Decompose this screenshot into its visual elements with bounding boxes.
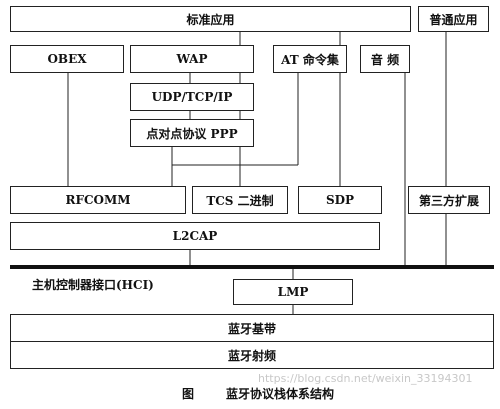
- box-lmp: LMP: [233, 279, 353, 305]
- box-general-app: 普通应用: [418, 6, 489, 32]
- box-tcs-binary: TCS 二进制: [192, 186, 288, 214]
- box-general-app-label: 普通应用: [429, 12, 478, 27]
- box-rfcomm-label: RFCOMM: [65, 193, 131, 207]
- box-third-party: 第三方扩展: [408, 186, 490, 214]
- box-third-party-label: 第三方扩展: [418, 193, 479, 208]
- box-at-commands-label: AT 命令集: [281, 52, 339, 67]
- box-standard-app: 标准应用: [10, 6, 411, 32]
- box-audio: 音 频: [360, 45, 410, 73]
- box-udp-tcp-ip-label: UDP/TCP/IP: [151, 90, 233, 104]
- box-audio-label: 音 频: [370, 52, 400, 67]
- box-l2cap: L2CAP: [10, 222, 380, 250]
- watermark-text: https://blog.csdn.net/weixin_33194301: [258, 372, 473, 385]
- box-wap-label: WAP: [176, 52, 208, 66]
- box-baseband: 蓝牙基带: [10, 314, 494, 342]
- box-ppp-label: 点对点协议 PPP: [146, 126, 238, 141]
- box-rfcomm: RFCOMM: [10, 186, 186, 214]
- box-obex-label: OBEX: [47, 52, 87, 66]
- figure-label: 图: [182, 387, 195, 401]
- box-radio: 蓝牙射频: [10, 341, 494, 369]
- box-udp-tcp-ip: UDP/TCP/IP: [130, 83, 254, 111]
- box-baseband-label: 蓝牙基带: [227, 321, 276, 336]
- figure-title: 蓝牙协议栈体系结构: [226, 387, 335, 401]
- box-radio-label: 蓝牙射频: [227, 348, 276, 363]
- box-ppp: 点对点协议 PPP: [130, 119, 254, 147]
- box-lmp-label: LMP: [277, 285, 309, 299]
- box-sdp: SDP: [298, 186, 382, 214]
- box-tcs-binary-label: TCS 二进制: [206, 193, 274, 208]
- box-l2cap-label: L2CAP: [172, 229, 218, 243]
- box-sdp-label: SDP: [325, 193, 355, 207]
- hci-label: 主机控制器接口(HCI): [32, 278, 154, 292]
- box-standard-app-label: 标准应用: [186, 12, 235, 27]
- hci-bus-bar: [10, 265, 494, 269]
- box-wap: WAP: [130, 45, 254, 73]
- box-obex: OBEX: [10, 45, 124, 73]
- box-at-commands: AT 命令集: [273, 45, 347, 73]
